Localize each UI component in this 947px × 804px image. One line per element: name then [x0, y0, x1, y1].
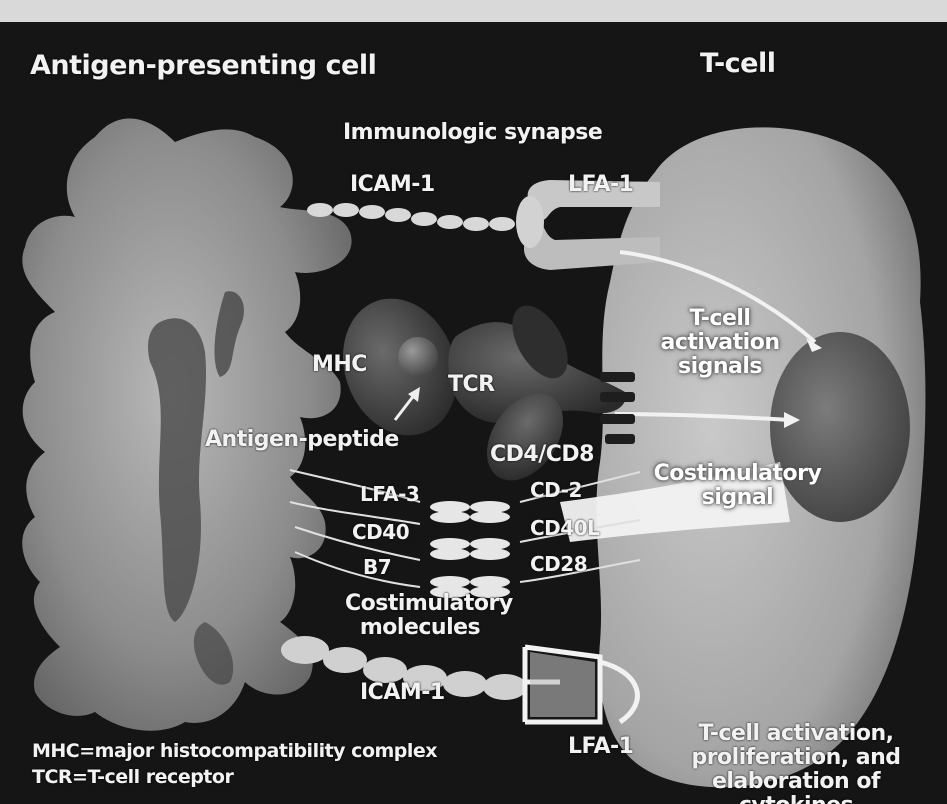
cd40l-label: CD40L: [530, 516, 599, 540]
lfa1-top-label: LFA-1: [568, 172, 634, 197]
costimulatory-molecules-label: Costimulatory molecules: [345, 592, 495, 640]
lfa1-bottom-fill: [530, 652, 595, 717]
cd2-label: CD-2: [530, 478, 582, 502]
lfa3-label: LFA-3: [360, 482, 419, 506]
costimulatory-pills: [430, 501, 510, 598]
antigen-peptide-ball: [398, 337, 438, 377]
legend-tcr-definition: TCR=T-cell receptor: [32, 766, 233, 788]
t-cell-title: T-cell: [700, 48, 775, 79]
lfa1-bottom-label: LFA-1: [568, 734, 634, 759]
tcr-label: TCR: [448, 372, 495, 397]
mhc-label: MHC: [312, 352, 367, 377]
apc-title: Antigen-presenting cell: [30, 50, 376, 81]
antigen-peptide-label: Antigen-peptide: [205, 427, 399, 452]
b7-label: B7: [363, 555, 391, 579]
icam1-top-label: ICAM-1: [350, 172, 435, 197]
tcell-activation-signals-label: T-cell activation signals: [655, 307, 785, 379]
cd40-label: CD40: [352, 520, 409, 544]
cd4-cd8-label: CD4/CD8: [490, 442, 594, 467]
outcome-label: T-cell activation, proliferation, and el…: [676, 722, 916, 804]
costimulatory-signal-label: Costimulatory signal: [650, 462, 825, 510]
immunologic-synapse-label: Immunologic synapse: [343, 120, 602, 145]
icam1-bottom-label: ICAM-1: [360, 680, 445, 705]
legend-mhc-definition: MHC=major histocompatibility complex: [32, 740, 437, 762]
diagram-background: Antigen-presenting cell T-cell Immunolog…: [0, 22, 947, 804]
cd28-label: CD28: [530, 552, 587, 576]
